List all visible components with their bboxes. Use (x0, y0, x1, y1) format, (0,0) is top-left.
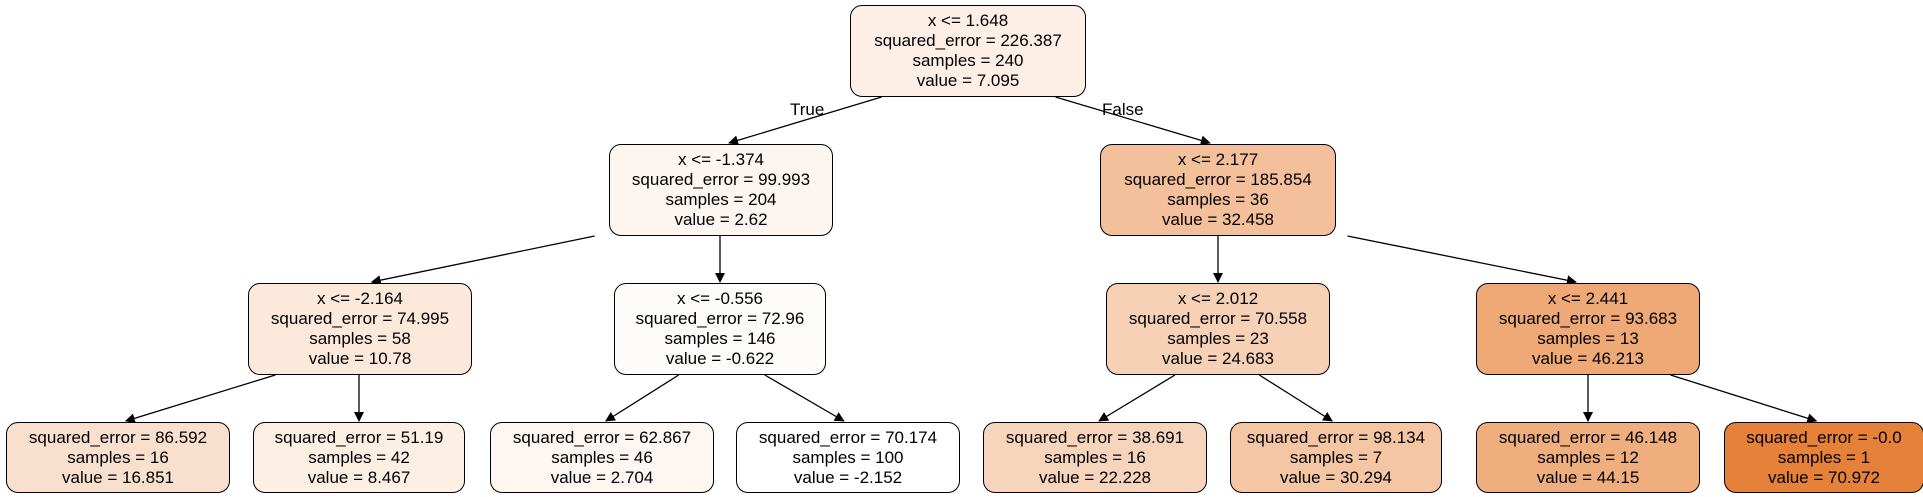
node-line: x <= 2.177 (1177, 150, 1259, 169)
node-line: x <= 1.648 (927, 11, 1009, 30)
edge-n0-n2 (1055, 96, 1211, 146)
node-line: value = 16.851 (61, 467, 174, 487)
node-line: x <= -1.374 (677, 150, 764, 169)
node-line: squared_error = 46.148 (1498, 427, 1678, 447)
node-line: squared_error = 74.995 (270, 309, 450, 328)
edge-n4-n10 (764, 374, 845, 422)
edge-n0-n1 (728, 96, 882, 146)
edge-label-false: False (1102, 100, 1144, 119)
node-line: samples = 240 (912, 51, 1024, 70)
node-line: value = 2.62 (674, 210, 768, 229)
node-line: value = 44.15 (1536, 467, 1640, 487)
node-line: value = 70.972 (1767, 467, 1880, 487)
node-line: squared_error = 226.387 (874, 31, 1062, 50)
node-line: x <= -0.556 (676, 289, 763, 308)
node-line: squared_error = 70.558 (1128, 309, 1308, 328)
node-line: samples = 42 (308, 447, 410, 467)
node-line: squared_error = 72.96 (635, 309, 805, 328)
node-line: value = 32.458 (1161, 210, 1274, 229)
node-line: samples = 1 (1777, 447, 1871, 467)
node-line: squared_error = 86.592 (28, 427, 208, 447)
node-line: value = -0.622 (665, 349, 775, 368)
node-line: samples = 46 (551, 447, 653, 467)
node-line: squared_error = -0.0 (1746, 427, 1902, 447)
node-line: value = 24.683 (1161, 349, 1274, 368)
edge-n6-n14 (1670, 374, 1818, 424)
edge-n3-n7 (124, 374, 276, 424)
edge-n1-n3 (370, 235, 595, 286)
node-line: samples = 13 (1537, 329, 1639, 348)
node-line: value = 10.78 (308, 349, 412, 368)
node-line: value = 2.704 (550, 467, 654, 487)
node-line: value = 30.294 (1279, 467, 1392, 487)
node-line: value = 22.228 (1038, 467, 1151, 487)
edge-n5-n12 (1258, 374, 1334, 422)
node-line: value = 46.213 (1531, 349, 1644, 368)
node-line: x <= -2.164 (316, 289, 403, 308)
edge-label-true: True (790, 100, 825, 119)
node-line: samples = 16 (1044, 447, 1146, 467)
node-line: x <= 2.012 (1177, 289, 1259, 308)
edge-n5-n11 (1098, 374, 1176, 422)
node-line: squared_error = 93.683 (1498, 309, 1678, 328)
node-line: samples = 7 (1289, 447, 1383, 467)
node-line: samples = 204 (665, 190, 777, 209)
node-line: squared_error = 51.19 (274, 427, 444, 447)
edge-n2-n6 (1347, 235, 1577, 286)
node-line: squared_error = 38.691 (1005, 427, 1185, 447)
node-line: x <= 2.441 (1547, 289, 1629, 308)
node-line: value = -2.152 (793, 467, 903, 487)
edge-n4-n9 (604, 374, 680, 422)
node-line: samples = 23 (1167, 329, 1269, 348)
node-line: samples = 146 (664, 329, 776, 348)
node-line: squared_error = 98.134 (1246, 427, 1426, 447)
node-line: value = 7.095 (916, 71, 1020, 90)
node-line: samples = 12 (1537, 447, 1639, 467)
node-line: samples = 16 (67, 447, 169, 467)
node-line: squared_error = 62.867 (512, 427, 692, 447)
node-line: squared_error = 70.174 (758, 427, 938, 447)
node-line: samples = 58 (309, 329, 411, 348)
node-line: squared_error = 185.854 (1124, 170, 1312, 189)
node-line: samples = 100 (792, 447, 904, 467)
node-line: value = 8.467 (307, 467, 411, 487)
node-line: samples = 36 (1167, 190, 1269, 209)
node-line: squared_error = 99.993 (631, 170, 811, 189)
